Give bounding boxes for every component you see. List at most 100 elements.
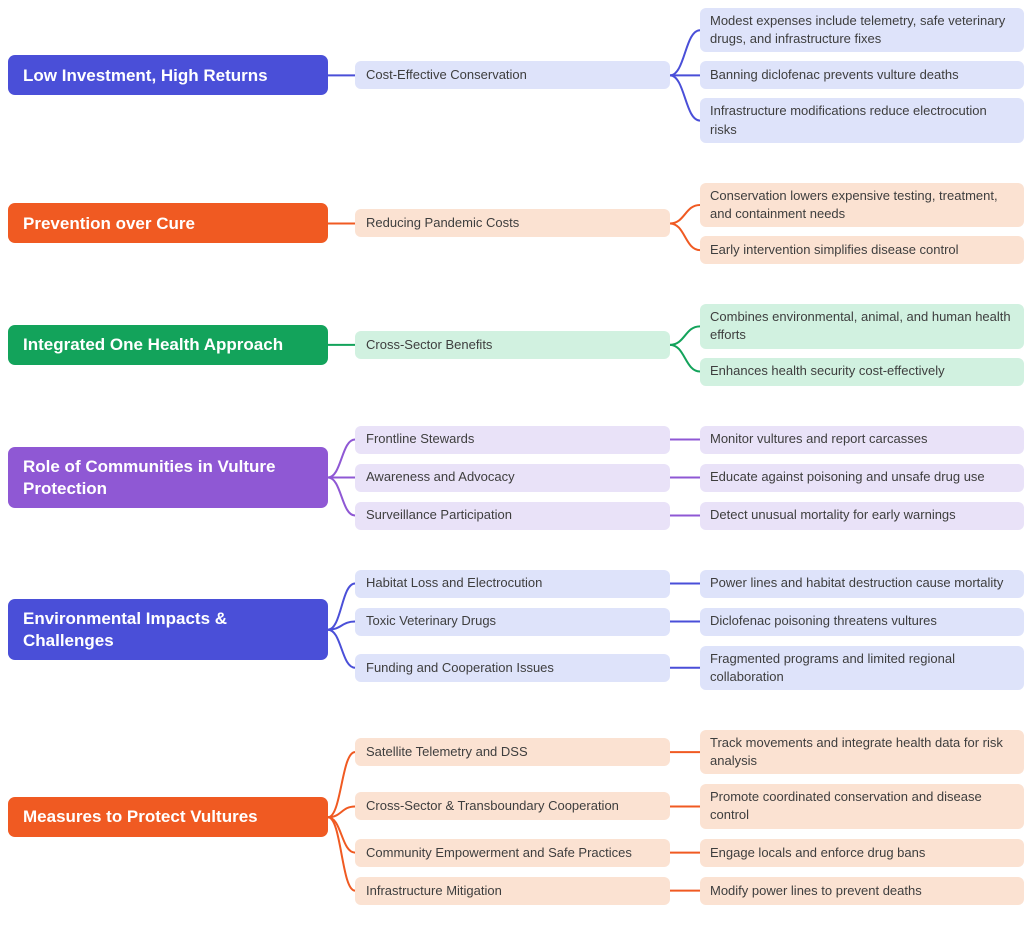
- leaf-column: Diclofenac poisoning threatens vultures: [700, 607, 1024, 636]
- sub-topic-node[interactable]: Community Empowerment and Safe Practices: [355, 838, 670, 867]
- leaf-column: Fragmented programs and limited regional…: [700, 645, 1024, 690]
- leaf-label: Banning diclofenac prevents vulture deat…: [710, 67, 959, 83]
- sub-topic-node[interactable]: Infrastructure Mitigation: [355, 876, 670, 905]
- leaf-node[interactable]: Power lines and habitat destruction caus…: [700, 569, 1024, 598]
- leaf-column: Detect unusual mortality for early warni…: [700, 501, 1024, 530]
- sub-topic-row: Surveillance Participation Detect unusual…: [355, 501, 1024, 530]
- leaf-label: Infrastructure modifications reduce elec…: [710, 103, 987, 137]
- leaf-node[interactable]: Modify power lines to prevent deaths: [700, 876, 1024, 905]
- main-topic-node[interactable]: Measures to Protect Vultures: [8, 797, 328, 838]
- sub-topic-column: Cost-Effective Conservation Modest expens…: [355, 8, 1024, 143]
- sub-topic-label: Infrastructure Mitigation: [366, 882, 502, 898]
- leaf-node[interactable]: Combines environmental, animal, and huma…: [700, 304, 1024, 349]
- leaf-node[interactable]: Engage locals and enforce drug bans: [700, 838, 1024, 867]
- sub-topic-label: Habitat Loss and Electrocution: [366, 575, 543, 591]
- main-topic-node[interactable]: Environmental Impacts & Challenges: [8, 598, 328, 661]
- sub-topic-label: Toxic Veterinary Drugs: [366, 613, 497, 629]
- branch: Environmental Impacts & Challenges Habita…: [8, 569, 1024, 690]
- sub-topic-column: Cross-Sector Benefits Combines environmen…: [355, 304, 1024, 386]
- leaf-label: Early intervention simplifies disease co…: [710, 242, 959, 258]
- leaf-node[interactable]: Educate against poisoning and unsafe dru…: [700, 463, 1024, 492]
- sub-topic-row: Community Empowerment and Safe Practices…: [355, 838, 1024, 867]
- leaf-node[interactable]: Infrastructure modifications reduce elec…: [700, 98, 1024, 143]
- leaf-column: Educate against poisoning and unsafe dru…: [700, 463, 1024, 492]
- sub-topic-column: Habitat Loss and Electrocution Power line…: [355, 569, 1024, 690]
- sub-topic-column: Satellite Telemetry and DSS Track movemen…: [355, 729, 1024, 905]
- sub-topic-node[interactable]: Awareness and Advocacy: [355, 463, 670, 492]
- sub-topic-node[interactable]: Surveillance Participation: [355, 501, 670, 530]
- sub-topic-label: Satellite Telemetry and DSS: [366, 743, 528, 759]
- main-topic-label: Integrated One Health Approach: [23, 334, 284, 354]
- sub-topic-label: Cost-Effective Conservation: [366, 67, 527, 83]
- main-topic-label: Role of Communities in Vulture Protectio…: [23, 456, 276, 498]
- leaf-column: Conservation lowers expensive testing, t…: [700, 182, 1024, 265]
- leaf-column: Monitor vultures and report carcasses: [700, 425, 1024, 454]
- leaf-label: Track movements and integrate health dat…: [710, 734, 1003, 769]
- sub-topic-row: Infrastructure Mitigation Modify power li…: [355, 876, 1024, 905]
- sub-topic-column: Frontline Stewards Monitor vultures and r…: [355, 425, 1024, 530]
- leaf-column: Track movements and integrate health dat…: [700, 729, 1024, 775]
- leaf-label: Modest expenses include telemetry, safe …: [710, 13, 1006, 47]
- sub-topic-node[interactable]: Cross-Sector & Transboundary Cooperation: [355, 792, 670, 821]
- leaf-node[interactable]: Promote coordinated conservation and dis…: [700, 784, 1024, 829]
- sub-topic-row: Satellite Telemetry and DSS Track movemen…: [355, 729, 1024, 775]
- sub-topic-row: Awareness and Advocacy Educate against po…: [355, 463, 1024, 492]
- sub-topic-label: Awareness and Advocacy: [366, 469, 515, 485]
- leaf-node[interactable]: Enhances health security cost-effectivel…: [700, 357, 1024, 386]
- leaf-label: Enhances health security cost-effectivel…: [710, 363, 945, 379]
- leaf-node[interactable]: Banning diclofenac prevents vulture deat…: [700, 61, 1024, 90]
- main-topic-label: Prevention over Cure: [23, 213, 195, 233]
- sub-topic-label: Cross-Sector Benefits: [366, 336, 493, 352]
- main-topic-node[interactable]: Low Investment, High Returns: [8, 55, 328, 96]
- sub-topic-node[interactable]: Funding and Cooperation Issues: [355, 653, 670, 682]
- leaf-node[interactable]: Monitor vultures and report carcasses: [700, 425, 1024, 454]
- leaf-column: Combines environmental, animal, and huma…: [700, 304, 1024, 386]
- main-topic-label: Environmental Impacts & Challenges: [23, 608, 228, 650]
- branch: Role of Communities in Vulture Protectio…: [8, 425, 1024, 530]
- sub-topic-row: Cross-Sector & Transboundary Cooperation…: [355, 784, 1024, 829]
- sub-topic-label: Surveillance Participation: [366, 507, 512, 523]
- main-topic-node[interactable]: Role of Communities in Vulture Protectio…: [8, 446, 328, 509]
- leaf-label: Power lines and habitat destruction caus…: [710, 575, 1004, 591]
- sub-topic-column: Reducing Pandemic Costs Conservation lowe…: [355, 182, 1024, 265]
- leaf-label: Engage locals and enforce drug bans: [710, 844, 926, 860]
- branch: Prevention over Cure Reducing Pandemic Co…: [8, 182, 1024, 265]
- leaf-label: Educate against poisoning and unsafe dru…: [710, 469, 985, 485]
- main-topic-node[interactable]: Integrated One Health Approach: [8, 324, 328, 365]
- sub-topic-row: Reducing Pandemic Costs Conservation lowe…: [355, 182, 1024, 265]
- leaf-label: Diclofenac poisoning threatens vultures: [710, 613, 937, 629]
- sub-topic-label: Reducing Pandemic Costs: [366, 215, 520, 231]
- branch: Integrated One Health Approach Cross-Sect…: [8, 304, 1024, 386]
- sub-topic-node[interactable]: Toxic Veterinary Drugs: [355, 607, 670, 636]
- leaf-node[interactable]: Diclofenac poisoning threatens vultures: [700, 607, 1024, 636]
- sub-topic-node[interactable]: Reducing Pandemic Costs: [355, 209, 670, 238]
- sub-topic-node[interactable]: Frontline Stewards: [355, 425, 670, 454]
- leaf-node[interactable]: Fragmented programs and limited regional…: [700, 645, 1024, 690]
- leaf-node[interactable]: Modest expenses include telemetry, safe …: [700, 8, 1024, 53]
- sub-topic-node[interactable]: Habitat Loss and Electrocution: [355, 569, 670, 598]
- leaf-column: Modest expenses include telemetry, safe …: [700, 8, 1024, 143]
- sub-topic-row: Habitat Loss and Electrocution Power line…: [355, 569, 1024, 598]
- sub-topic-node[interactable]: Satellite Telemetry and DSS: [355, 738, 670, 767]
- sub-topic-label: Community Empowerment and Safe Practices: [366, 844, 632, 860]
- leaf-label: Fragmented programs and limited regional…: [710, 650, 955, 684]
- leaf-label: Combines environmental, animal, and huma…: [710, 309, 1011, 343]
- leaf-column: Power lines and habitat destruction caus…: [700, 569, 1024, 598]
- leaf-label: Modify power lines to prevent deaths: [710, 882, 922, 898]
- sub-topic-row: Funding and Cooperation Issues Fragmented…: [355, 645, 1024, 690]
- sub-topic-row: Cross-Sector Benefits Combines environmen…: [355, 304, 1024, 386]
- main-topic-label: Measures to Protect Vultures: [23, 807, 258, 827]
- leaf-node[interactable]: Track movements and integrate health dat…: [700, 729, 1024, 775]
- leaf-label: Promote coordinated conservation and dis…: [710, 789, 982, 823]
- branch: Low Investment, High Returns Cost-Effecti…: [8, 8, 1024, 143]
- main-topic-node[interactable]: Prevention over Cure: [8, 203, 328, 244]
- leaf-label: Detect unusual mortality for early warni…: [710, 507, 956, 523]
- leaf-column: Engage locals and enforce drug bans: [700, 838, 1024, 867]
- sub-topic-row: Frontline Stewards Monitor vultures and r…: [355, 425, 1024, 454]
- leaf-node[interactable]: Conservation lowers expensive testing, t…: [700, 182, 1024, 228]
- sub-topic-node[interactable]: Cross-Sector Benefits: [355, 330, 670, 359]
- sub-topic-node[interactable]: Cost-Effective Conservation: [355, 61, 670, 90]
- leaf-node[interactable]: Early intervention simplifies disease co…: [700, 236, 1024, 265]
- leaf-node[interactable]: Detect unusual mortality for early warni…: [700, 501, 1024, 530]
